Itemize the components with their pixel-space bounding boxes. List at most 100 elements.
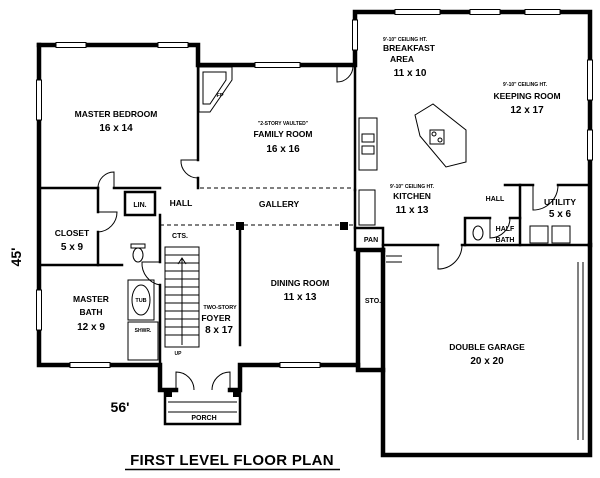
window	[36, 289, 42, 331]
closet-name: CLOSET	[55, 228, 90, 238]
garage-door	[577, 262, 584, 440]
door-swing	[180, 159, 199, 179]
toilet	[472, 225, 484, 241]
exterior-wall-south	[227, 362, 386, 393]
overall-depth-dimension: 45'	[8, 248, 24, 267]
front-door-swing	[175, 371, 231, 391]
wall-utility	[518, 183, 592, 247]
exterior-walls	[36, 9, 593, 458]
door-swing	[532, 184, 559, 211]
porch-outline	[163, 388, 242, 426]
porch	[163, 388, 242, 426]
garage-steps	[386, 255, 402, 263]
window	[352, 19, 358, 51]
door-swing	[97, 171, 115, 189]
utility-name: UTILITY	[544, 197, 576, 207]
foyer-name: FOYER	[201, 313, 230, 323]
window	[279, 362, 321, 368]
gallery-boundary	[160, 187, 355, 226]
keeping-room-ceiling-note: 9'-10" CEILING HT.	[503, 82, 548, 88]
family-room-note: "2-STORY VAULTED"	[258, 121, 309, 127]
shower	[127, 321, 159, 361]
closet-size: 5 x 9	[61, 242, 84, 253]
window	[469, 9, 501, 15]
keeping-room-name: KEEPING ROOM	[493, 91, 560, 101]
master-bath-size: 12 x 9	[77, 322, 105, 333]
window	[587, 59, 593, 101]
porch-column	[166, 391, 172, 397]
porch-label: PORCH	[191, 415, 216, 422]
tub-label: TUB	[135, 298, 146, 304]
kitchen-ceiling-note: 9'-10" CEILING HT.	[390, 184, 435, 190]
door-swing	[97, 211, 118, 233]
wall-half-bath	[463, 216, 522, 247]
half-bath-name-line2: BATH	[496, 237, 515, 244]
pantry-label: PAN	[364, 237, 378, 244]
interior-walls	[37, 43, 592, 367]
foyer-note: TWO-STORY	[203, 305, 237, 311]
room-labels: 9'-10" CEILING HT. BREAKFAST AREA 11 x 1…	[55, 37, 577, 422]
fireplace-firebox	[202, 71, 227, 105]
fireplace	[198, 66, 233, 113]
hall-east-label: HALL	[486, 196, 505, 203]
toilet-tank	[130, 243, 146, 249]
master-bedroom-name: MASTER BEDROOM	[75, 109, 158, 119]
window	[254, 62, 301, 68]
stair-arrow	[177, 257, 187, 345]
utility-size: 5 x 6	[549, 209, 572, 220]
window	[55, 42, 87, 48]
column	[340, 222, 348, 230]
storage-label: STO.	[365, 298, 381, 305]
master-bedroom-size: 16 x 14	[99, 123, 133, 134]
door-swing	[336, 65, 354, 83]
overall-width-dimension: 56'	[111, 399, 130, 415]
door-swing	[437, 244, 463, 270]
shower-label: SHWR.	[135, 328, 152, 334]
bath-fixtures	[127, 225, 571, 361]
window	[69, 362, 111, 368]
family-room-size: 16 x 16	[266, 144, 300, 155]
stair-outline	[164, 246, 200, 348]
dining-room-size: 11 x 13	[284, 292, 317, 303]
linen-label: LIN.	[133, 202, 146, 209]
hall-west-label: HALL	[170, 198, 193, 208]
stairs-up-label: UP	[175, 351, 183, 357]
window	[587, 129, 593, 161]
door-swing	[489, 217, 511, 239]
double-garage-name: DOUBLE GARAGE	[449, 342, 525, 352]
window	[524, 9, 561, 15]
porch-column	[233, 391, 239, 397]
kitchen-fixtures	[358, 103, 467, 226]
breakfast-area-name-line2: AREA	[390, 54, 414, 64]
column	[236, 222, 244, 230]
closets-label: CTS.	[172, 233, 188, 240]
window	[394, 9, 441, 15]
cooktop	[429, 129, 445, 145]
wall-pantry	[353, 226, 385, 252]
foyer-size: 8 x 17	[205, 325, 233, 336]
exterior-wall-garage	[380, 242, 593, 458]
kitchen-island	[414, 103, 467, 168]
linen-closet	[123, 190, 157, 217]
burner	[431, 131, 437, 137]
stairs	[164, 246, 200, 348]
master-bath-name-line2: BATH	[80, 307, 103, 317]
keeping-room-size: 12 x 17	[510, 105, 544, 116]
window	[36, 79, 42, 121]
breakfast-area-name: BREAKFAST	[383, 43, 436, 53]
fireplace-label: FP	[216, 93, 223, 99]
dryer	[551, 225, 571, 244]
kitchen-sink	[361, 145, 375, 155]
family-room-name: FAMILY ROOM	[253, 129, 312, 139]
master-bath-name: MASTER	[73, 294, 109, 304]
kitchen-size: 11 x 13	[396, 205, 429, 216]
exterior-wall-dining-east	[355, 247, 386, 368]
doors	[97, 65, 559, 391]
gallery-label: GALLERY	[259, 199, 300, 209]
door-swing	[141, 261, 161, 286]
kitchen-name: KITCHEN	[393, 191, 431, 201]
plan-title: FIRST LEVEL FLOOR PLAN	[130, 452, 334, 469]
counter-return	[358, 189, 376, 226]
toilet	[132, 247, 144, 263]
